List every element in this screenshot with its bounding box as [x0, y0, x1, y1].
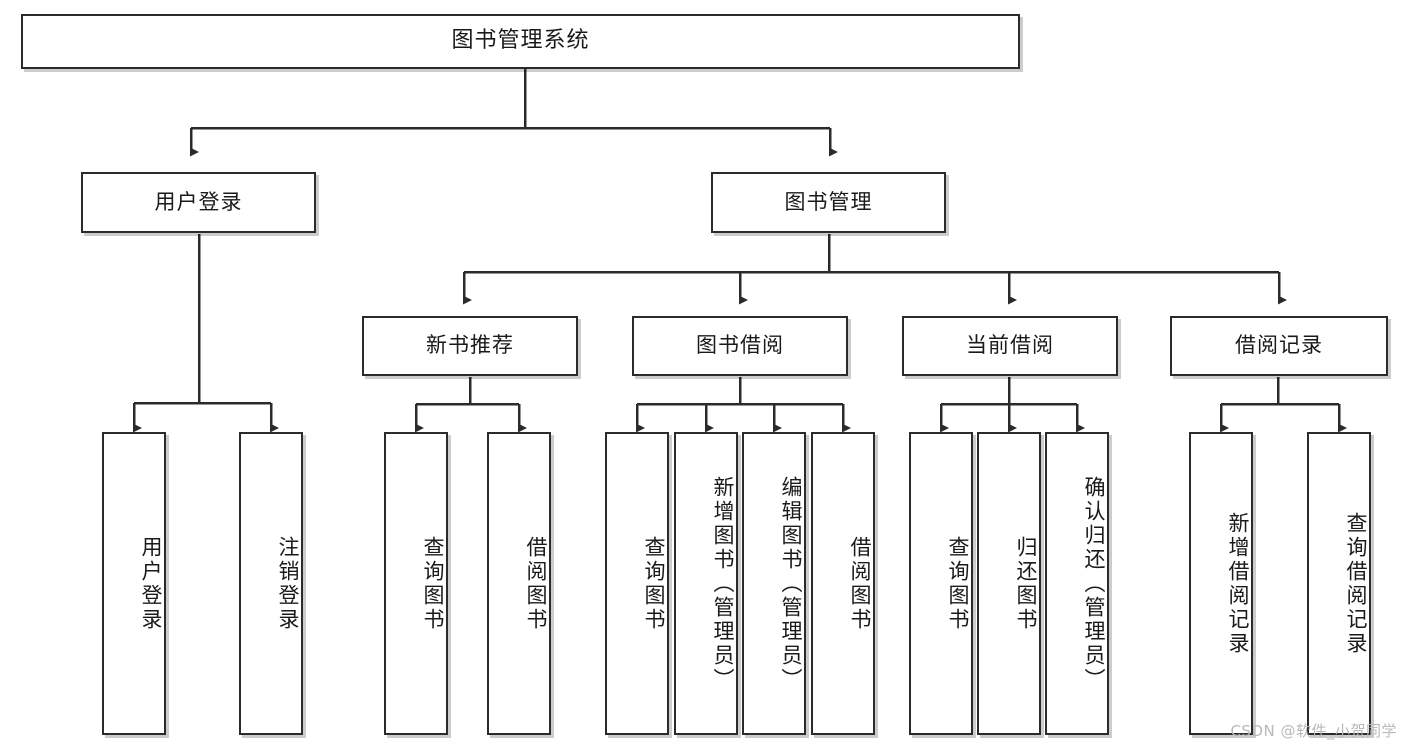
- node-leaf-query-book-3[interactable]: 查询图书: [909, 432, 973, 735]
- connectors-user-login: [132, 234, 279, 433]
- node-current-borrow-label: 当前借阅: [966, 333, 1054, 358]
- node-borrow-record[interactable]: 借阅记录: [1170, 316, 1388, 376]
- node-current-borrow[interactable]: 当前借阅: [902, 316, 1118, 376]
- node-leaf-add-book-label: 新增图书（管理员）: [711, 475, 735, 692]
- node-leaf-return-book[interactable]: 归还图书: [977, 432, 1041, 735]
- node-leaf-query-record[interactable]: 查询借阅记录: [1307, 432, 1371, 735]
- node-leaf-add-record-label: 新增借阅记录: [1226, 511, 1250, 656]
- connectors-book-manage: [462, 234, 1287, 305]
- node-book-manage-label: 图书管理: [784, 189, 873, 214]
- node-leaf-logout[interactable]: 注销登录: [239, 432, 303, 735]
- node-root[interactable]: 图书管理系统: [21, 14, 1020, 69]
- node-leaf-logout-label: 注销登录: [276, 535, 300, 632]
- node-new-book-recommend-label: 新书推荐: [426, 333, 514, 358]
- node-leaf-edit-book-label: 编辑图书（管理员）: [779, 475, 803, 692]
- connectors-book-borrow: [635, 377, 851, 433]
- node-leaf-confirm-return-label: 确认归还（管理员）: [1082, 475, 1106, 692]
- node-leaf-query-book-2[interactable]: 查询图书: [605, 432, 669, 735]
- node-leaf-borrow-book-2[interactable]: 借阅图书: [811, 432, 875, 735]
- node-leaf-query-book-2-label: 查询图书: [642, 535, 666, 632]
- node-leaf-user-login-label: 用户登录: [139, 535, 163, 632]
- node-book-borrow-label: 图书借阅: [696, 333, 784, 358]
- node-leaf-confirm-return[interactable]: 确认归还（管理员）: [1045, 432, 1109, 735]
- node-leaf-borrow-book-2-label: 借阅图书: [848, 535, 872, 632]
- watermark-text: CSDN @软件_小贺同学: [1230, 722, 1397, 740]
- node-book-borrow[interactable]: 图书借阅: [632, 316, 848, 376]
- node-leaf-query-book-3-label: 查询图书: [946, 535, 970, 632]
- node-borrow-record-label: 借阅记录: [1235, 333, 1323, 358]
- node-leaf-add-book[interactable]: 新增图书（管理员）: [674, 432, 738, 735]
- node-root-label: 图书管理系统: [451, 28, 590, 54]
- node-leaf-query-record-label: 查询借阅记录: [1344, 511, 1368, 656]
- node-leaf-add-record[interactable]: 新增借阅记录: [1189, 432, 1253, 735]
- node-book-manage[interactable]: 图书管理: [711, 172, 946, 233]
- node-user-login[interactable]: 用户登录: [81, 172, 316, 233]
- connectors-current-borrow: [939, 377, 1085, 433]
- node-leaf-borrow-book-1[interactable]: 借阅图书: [487, 432, 551, 735]
- connectors-new-book: [414, 377, 527, 433]
- node-new-book-recommend[interactable]: 新书推荐: [362, 316, 578, 376]
- node-leaf-query-book-1[interactable]: 查询图书: [384, 432, 448, 735]
- node-leaf-user-login[interactable]: 用户登录: [102, 432, 166, 735]
- node-leaf-edit-book[interactable]: 编辑图书（管理员）: [742, 432, 806, 735]
- node-leaf-return-book-label: 归还图书: [1014, 535, 1038, 632]
- node-leaf-borrow-book-1-label: 借阅图书: [524, 535, 548, 632]
- node-leaf-query-book-1-label: 查询图书: [421, 535, 445, 632]
- node-user-login-label: 用户登录: [154, 189, 243, 214]
- connectors-borrow-record: [1219, 377, 1347, 433]
- connectors-level1: [191, 69, 830, 130]
